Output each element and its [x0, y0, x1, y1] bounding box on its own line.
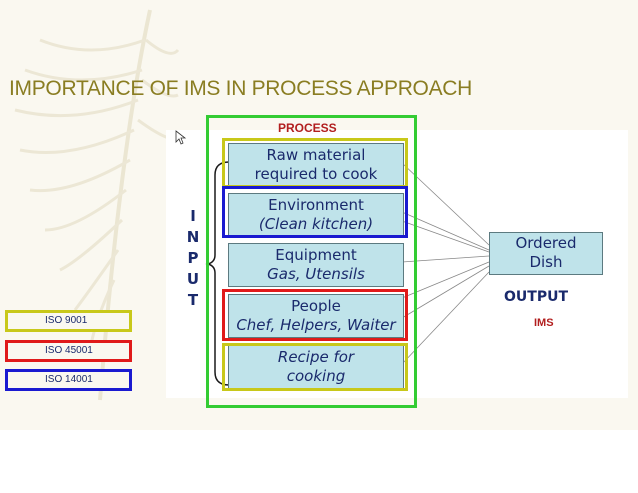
legend-iso45001: ISO 45001: [5, 340, 132, 362]
step-raw-material-line2: required to cook: [254, 165, 378, 183]
iso14001-frame-environment: [222, 186, 408, 238]
input-letter: N: [186, 228, 200, 246]
process-label: PROCESS: [278, 121, 337, 135]
step-recipe-line1: Recipe for: [277, 348, 355, 366]
step-environment: Environment (Clean kitchen): [228, 193, 404, 237]
step-raw-material: Raw material required to cook: [228, 143, 404, 187]
cursor-icon: [175, 130, 187, 145]
step-environment-line2: (Clean kitchen): [258, 215, 374, 233]
step-equipment: Equipment Gas, Utensils: [228, 243, 404, 287]
process-frame: [206, 115, 417, 408]
step-people: People Chef, Helpers, Waiter: [228, 294, 404, 338]
input-letter: I: [190, 207, 196, 225]
step-environment-line1: Environment: [268, 196, 364, 214]
input-letter: U: [186, 270, 200, 288]
output-label: OUTPUT: [504, 289, 568, 305]
step-recipe: Recipe for cooking: [228, 345, 404, 389]
input-letter: P: [187, 249, 199, 267]
output-line2: Dish: [529, 253, 563, 271]
input-label: I N P U T: [186, 206, 200, 311]
iso9001-frame-raw-material: [222, 138, 408, 188]
legend-iso14001: ISO 14001: [5, 369, 132, 391]
input-letter: T: [187, 291, 199, 309]
step-recipe-line2: cooking: [286, 367, 346, 385]
legend-iso9001: ISO 9001: [5, 310, 132, 332]
page-title: IMPORTANCE OF IMS IN PROCESS APPROACH: [9, 77, 473, 100]
step-equipment-line1: Equipment: [275, 246, 357, 264]
output-ordered-dish: Ordered Dish: [489, 232, 603, 275]
step-equipment-line2: Gas, Utensils: [267, 265, 365, 283]
step-people-line2: Chef, Helpers, Waiter: [236, 316, 396, 334]
ims-label: IMS: [534, 317, 554, 329]
step-raw-material-line1: Raw material: [266, 146, 366, 164]
palm-leaf-decoration: [14, 9, 180, 401]
step-people-line1: People: [291, 297, 341, 315]
iso9001-frame-recipe: [222, 343, 408, 391]
output-line1: Ordered: [515, 234, 577, 252]
iso45001-frame-people: [222, 289, 408, 341]
slide-background: IMPORTANCE OF IMS IN PROCESS APPROACH PR…: [0, 0, 638, 430]
